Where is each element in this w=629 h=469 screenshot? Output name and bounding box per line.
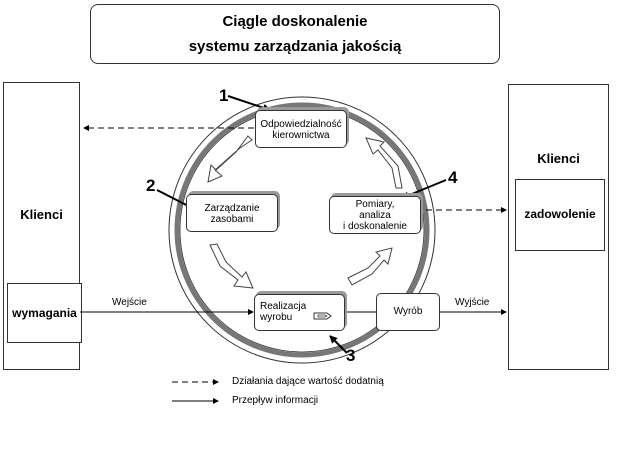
cycle-arrow-4-to-1 — [365, 137, 403, 189]
process-2-line-2: zasobami — [210, 214, 254, 225]
process-gear-icon — [313, 312, 332, 320]
process-2-line-1: Zarządzanie — [204, 203, 260, 214]
marker-number-2: 2 — [146, 176, 156, 195]
left-clients-box: Klienci wymagania — [3, 82, 82, 370]
cycle-ring-inner — [174, 102, 430, 358]
title-line-2: systemu zarządzania jakością — [188, 38, 402, 55]
cycle-ring-inner-edge — [179, 107, 425, 353]
requirements-box: wymagania — [7, 283, 82, 343]
process-4-line-2: analiza — [359, 210, 391, 221]
product-box: Wyrób — [376, 293, 440, 331]
requirements-label: wymagania — [12, 306, 77, 320]
process-product-realization: Realizacja wyrobu — [254, 294, 345, 331]
legend-solid-label: Przepływ informacji — [232, 395, 319, 406]
satisfaction-label: zadowolenie — [524, 207, 596, 221]
title-line-1: Ciągle doskonalenie — [222, 13, 368, 30]
right-clients-label: Klienci — [537, 151, 580, 166]
process-3-line-2: wyrobu — [260, 312, 293, 323]
marker-number-4: 4 — [448, 168, 458, 187]
legend-dashed-label: Działania dające wartość dodatnią — [232, 376, 384, 387]
title-box: Ciągle doskonalenie systemu zarządzania … — [90, 4, 500, 64]
pointer-arrow-3 — [329, 335, 348, 354]
cycle-ring-outer — [168, 96, 436, 364]
process-4-line-3: i doskonalenie — [343, 221, 407, 232]
process-4-line-1: Pomiary, — [355, 199, 395, 210]
pointer-arrow-4 — [401, 179, 447, 200]
product-label: Wyrób — [393, 306, 423, 317]
cycle-arrow-2-to-3 — [209, 243, 254, 289]
process-1-line-1: Odpowiedzialność — [260, 119, 342, 130]
process-management-responsibility: Odpowiedzialność kierownictwa — [255, 110, 347, 148]
satisfaction-box: zadowolenie — [515, 179, 605, 251]
cycle-arrow-3-to-4 — [347, 247, 393, 286]
input-label: Wejście — [112, 297, 147, 308]
marker-number-3: 3 — [346, 346, 356, 365]
process-1-line-2: kierownictwa — [272, 130, 330, 141]
right-clients-box: Klienci zadowolenie — [508, 84, 609, 370]
process-resource-management: Zarządzanie zasobami — [186, 194, 278, 232]
pointer-arrow-1 — [227, 95, 271, 112]
left-clients-label: Klienci — [20, 207, 63, 222]
process-3-line-1: Realizacja — [260, 301, 307, 312]
cycle-arrow-1-to-2 — [207, 135, 253, 183]
process-measurement-analysis: Pomiary, analiza i doskonalenie — [329, 196, 421, 234]
marker-number-1: 1 — [219, 86, 229, 105]
output-label: Wyjście — [455, 297, 490, 308]
